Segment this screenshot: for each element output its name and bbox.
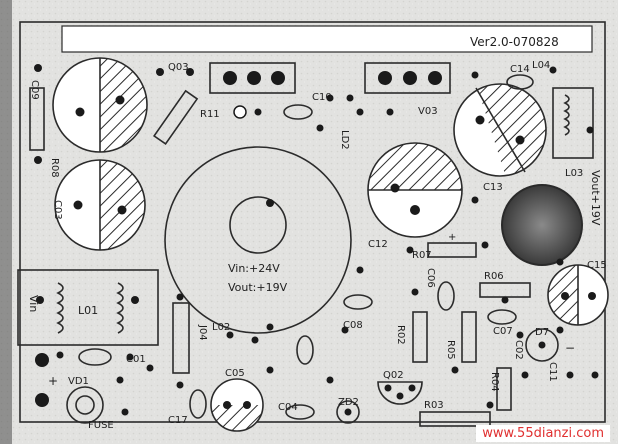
via-pads bbox=[34, 64, 599, 416]
label-vin-edge: Vin bbox=[27, 295, 40, 312]
label-r05: R05 bbox=[445, 340, 456, 360]
label-q02: Q02 bbox=[383, 370, 404, 381]
transformer-outline bbox=[164, 146, 352, 334]
capacitor-c05 bbox=[210, 378, 264, 432]
label-c05: C05 bbox=[225, 368, 245, 379]
watermark-text: www.55dianzi.com bbox=[476, 425, 610, 442]
label-r08: R08 bbox=[49, 158, 60, 178]
input-pad bbox=[35, 353, 49, 367]
label-r11: R11 bbox=[200, 109, 220, 120]
film-capacitor-c08 bbox=[343, 294, 373, 310]
film-capacitor-c10 bbox=[283, 104, 313, 120]
label-r02: R02 bbox=[395, 325, 406, 345]
label-q03: Q03 bbox=[168, 62, 189, 73]
label-c10: C10 bbox=[312, 92, 332, 103]
resistor-r07 bbox=[427, 242, 477, 258]
transformer-core bbox=[229, 196, 287, 254]
label-v03: V03 bbox=[418, 106, 438, 117]
resistor-r04 bbox=[496, 367, 512, 411]
label-l04: L04 bbox=[532, 60, 550, 71]
polarity-plus-left: + bbox=[48, 374, 58, 388]
label-c14: C14 bbox=[510, 64, 530, 75]
large-capacitor-body bbox=[502, 185, 582, 265]
label-l02: L02 bbox=[212, 322, 230, 333]
label-c15: C15 bbox=[587, 260, 607, 271]
connector-pin bbox=[247, 71, 261, 85]
resistor-r08 bbox=[29, 87, 45, 151]
label-c11: C11 bbox=[547, 362, 558, 382]
connector-pin bbox=[378, 71, 392, 85]
connector-left bbox=[209, 62, 296, 94]
label-r04: R04 bbox=[489, 372, 500, 392]
label-l01: L01 bbox=[78, 304, 98, 317]
film-capacitor-c09 bbox=[296, 335, 314, 365]
label-c09: C09 bbox=[29, 80, 40, 100]
film-capacitor-c04 bbox=[285, 404, 315, 420]
board-outline bbox=[19, 21, 606, 423]
version-label: Ver2.0-070828 bbox=[470, 35, 559, 49]
connector-pin bbox=[428, 71, 442, 85]
label-ld2: LD2 bbox=[339, 130, 350, 150]
vout-label: Vout:+19V bbox=[228, 281, 288, 294]
label-c02: C02 bbox=[513, 340, 524, 360]
polarity-minus-right: − bbox=[565, 341, 575, 355]
version-label-box bbox=[61, 25, 593, 53]
polarity-plus-c12: + bbox=[448, 232, 456, 243]
inductor-l01 bbox=[17, 269, 159, 346]
resistor-j04 bbox=[172, 302, 190, 374]
board-edge bbox=[0, 0, 12, 444]
capacitor-c15 bbox=[547, 264, 609, 326]
capacitor-c03 bbox=[54, 159, 146, 251]
fuse-holder bbox=[66, 386, 104, 424]
resistor-r03 bbox=[419, 411, 491, 427]
label-r06: R06 bbox=[484, 271, 504, 282]
label-c07: C07 bbox=[493, 326, 513, 337]
label-vout-edge: Vout+19V bbox=[589, 170, 602, 226]
film-capacitor-c06 bbox=[437, 281, 455, 311]
label-j04: J04 bbox=[197, 324, 208, 341]
connector-pin bbox=[271, 71, 285, 85]
resistor-r02 bbox=[412, 311, 428, 363]
label-c17: C17 bbox=[168, 415, 188, 426]
film-capacitor-c14 bbox=[506, 74, 534, 90]
input-pad bbox=[35, 393, 49, 407]
inductor-l03 bbox=[552, 87, 594, 159]
film-capacitor-c01 bbox=[78, 348, 112, 366]
film-capacitor-c07 bbox=[487, 309, 517, 325]
label-c08: C08 bbox=[343, 320, 363, 331]
label-fuse: FUSE bbox=[88, 420, 114, 431]
label-c13: C13 bbox=[483, 182, 503, 193]
connector-pin bbox=[223, 71, 237, 85]
resistor-r05 bbox=[461, 311, 477, 363]
label-c03: C03 bbox=[52, 200, 63, 220]
designator-labels: Q03 R11 C10 V03 L04 C09 R08 C03 LD2 C12 … bbox=[27, 60, 607, 431]
transistor-q02 bbox=[377, 381, 423, 405]
label-c04: C04 bbox=[278, 402, 298, 413]
label-r03: R03 bbox=[424, 400, 444, 411]
connector-pin bbox=[403, 71, 417, 85]
label-d7: D7 bbox=[535, 327, 549, 338]
zener-zd2 bbox=[336, 400, 360, 424]
label-vd1: VD1 bbox=[68, 376, 89, 387]
film-capacitor-c17 bbox=[189, 389, 207, 419]
label-c06: C06 bbox=[425, 268, 436, 288]
label-l03: L03 bbox=[565, 168, 583, 179]
label-c12: C12 bbox=[368, 239, 388, 250]
label-zd2: ZD2 bbox=[338, 397, 359, 408]
resistor-diagonal bbox=[152, 89, 199, 146]
connector-right bbox=[364, 62, 451, 94]
diode-d7 bbox=[525, 328, 559, 362]
label-r07: R07 bbox=[412, 250, 432, 261]
vin-label: Vin:+24V bbox=[228, 262, 280, 275]
label-c01: C01 bbox=[126, 354, 146, 365]
